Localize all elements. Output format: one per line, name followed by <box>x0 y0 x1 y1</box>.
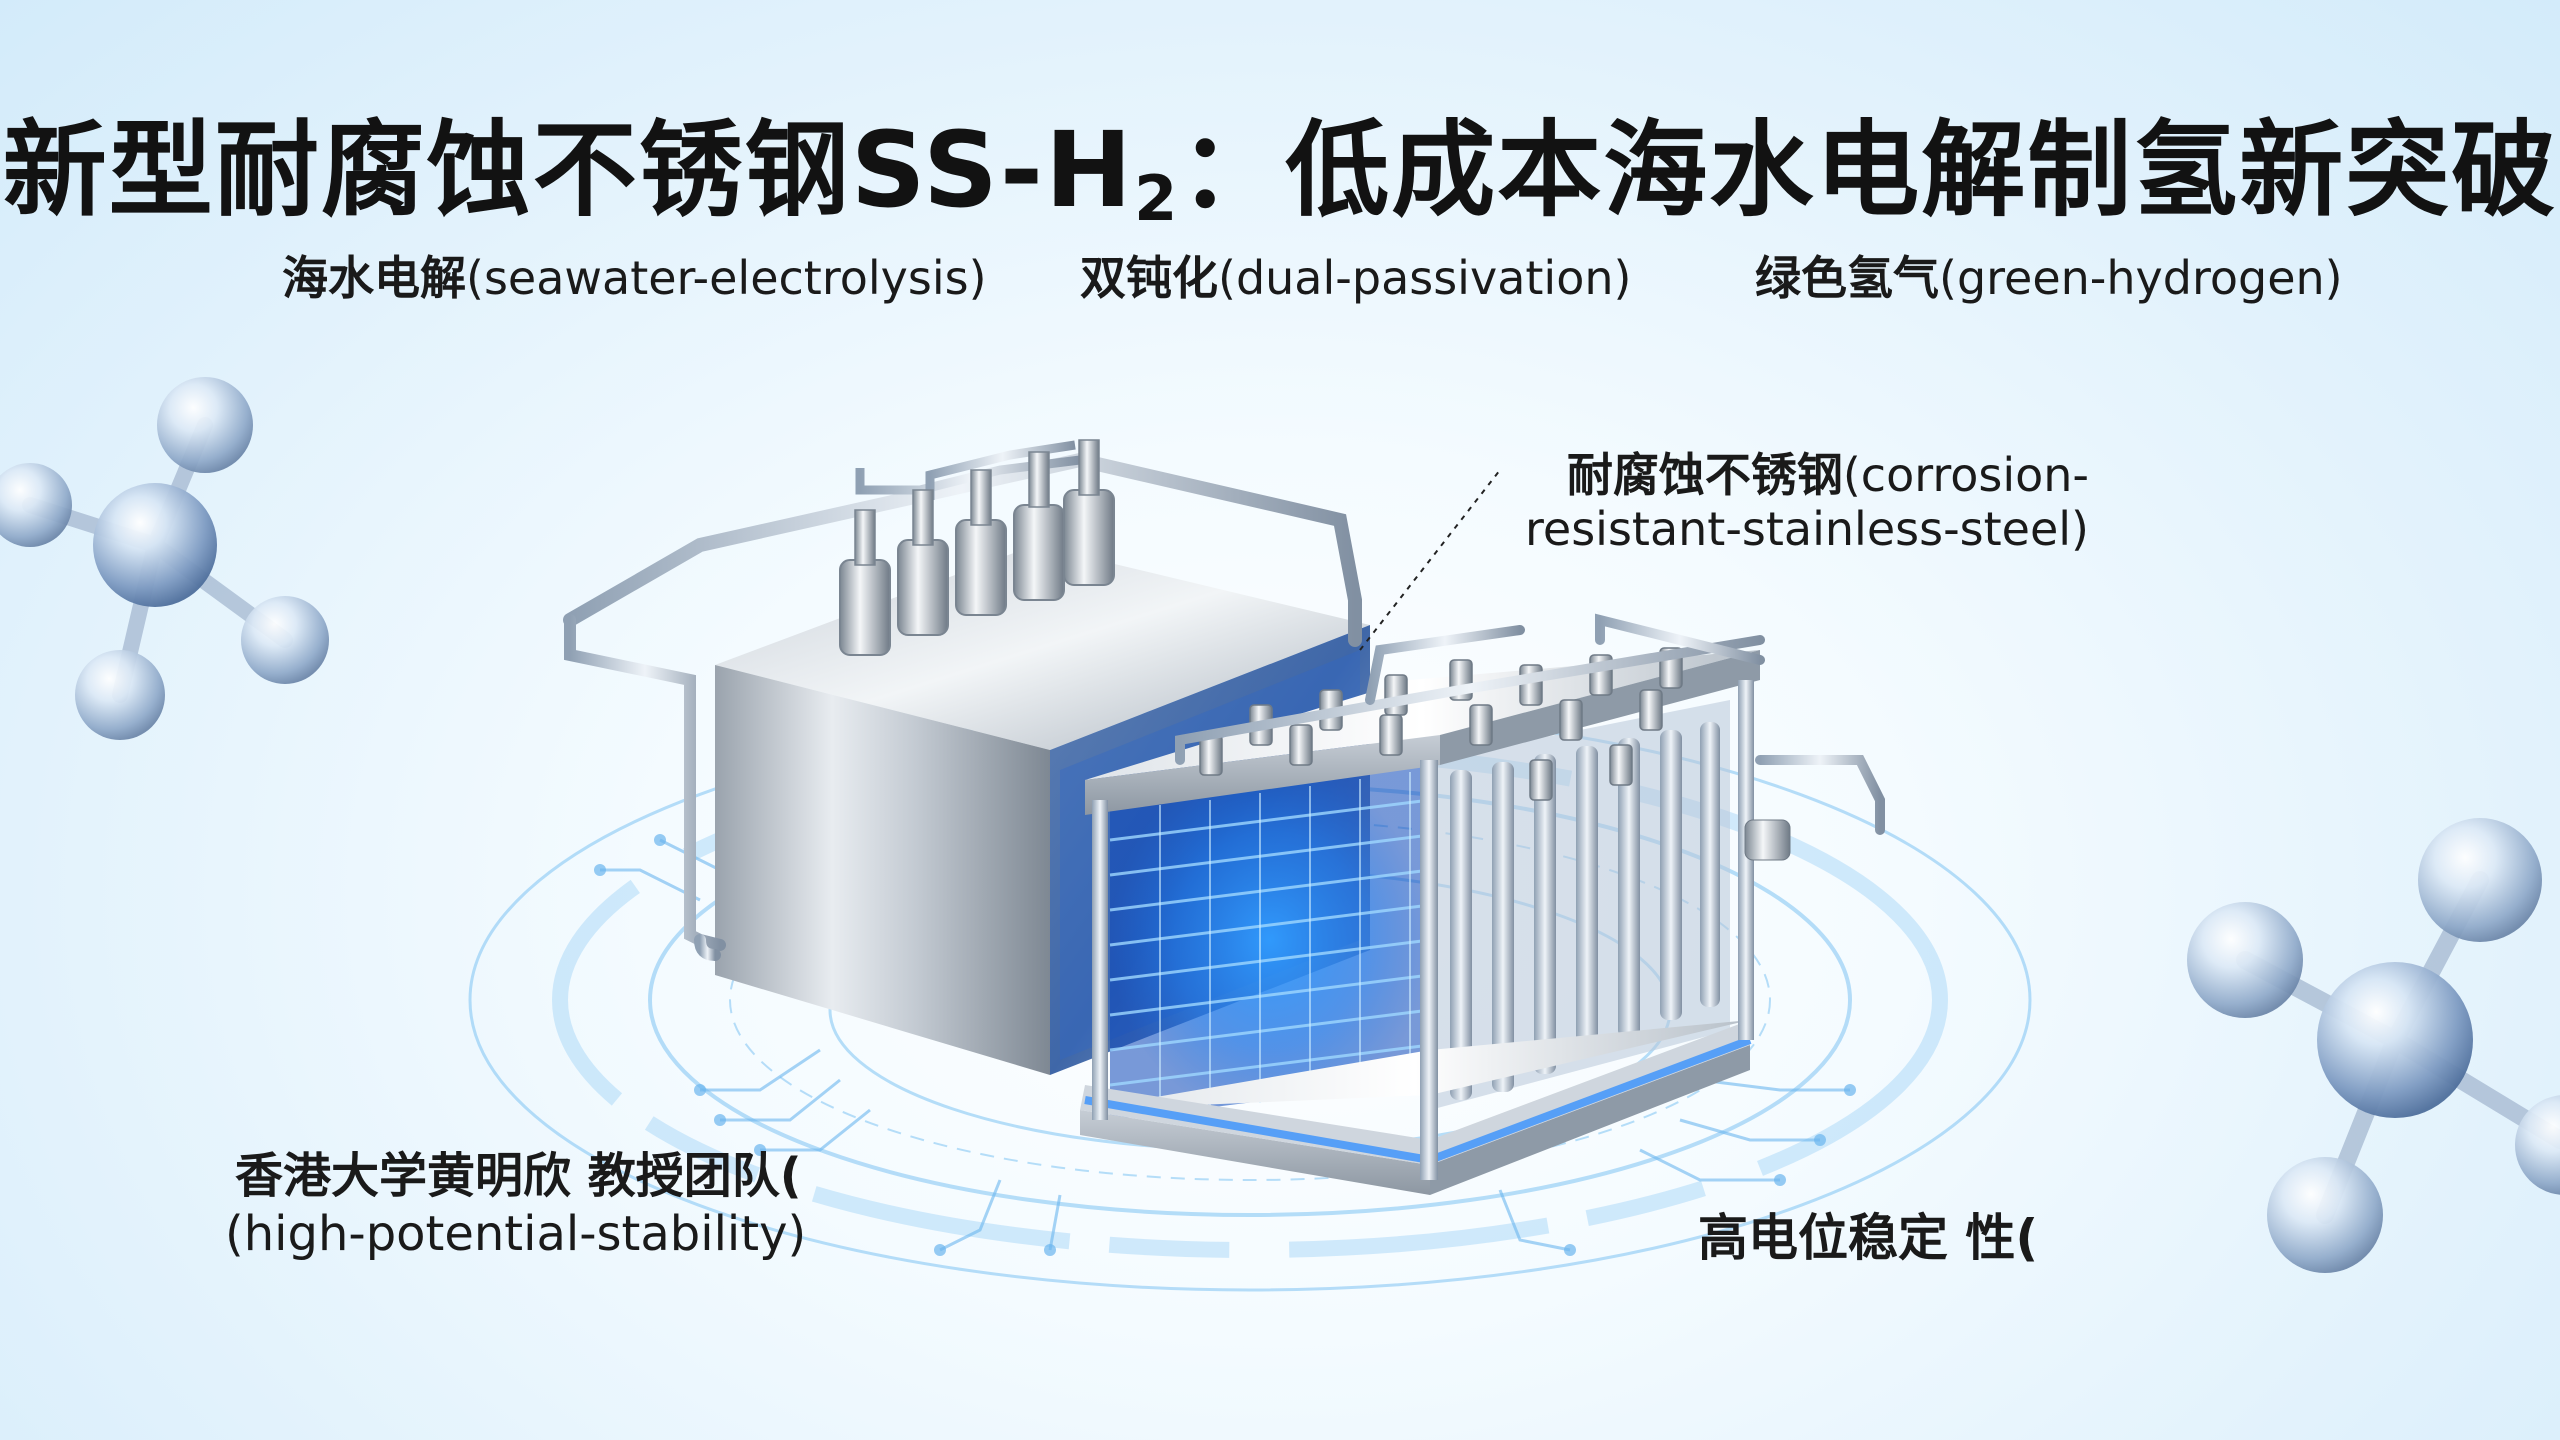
callout-leader-line <box>1359 469 1501 651</box>
piping <box>563 453 1362 961</box>
molecule-icon <box>2187 818 2560 1273</box>
keyword-green-hydrogen: 绿色氢气(green-hydrogen) <box>1755 251 2343 305</box>
stability-label: 高电位稳定 性( <box>1698 1209 2039 1267</box>
page-title: 新型耐腐蚀不锈钢SS-H2：低成本海水电解制氢新突破 <box>2 109 2558 235</box>
keyword-dual-passivation: 双钝化(dual-passivation) <box>1080 251 1632 305</box>
molecule-icon <box>0 377 329 740</box>
electrolyzer-stack <box>1080 613 1885 1195</box>
gas-cylinders <box>839 439 1115 656</box>
team-label: 香港大学黄明欣 教授团队( (high-potential-stability) <box>225 1148 807 1262</box>
keyword-seawater-electrolysis: 海水电解(seawater-electrolysis) <box>282 251 987 305</box>
callout-stainless-steel: 耐腐蚀不锈钢(corrosion- resistant-stainless-st… <box>1525 448 2089 557</box>
